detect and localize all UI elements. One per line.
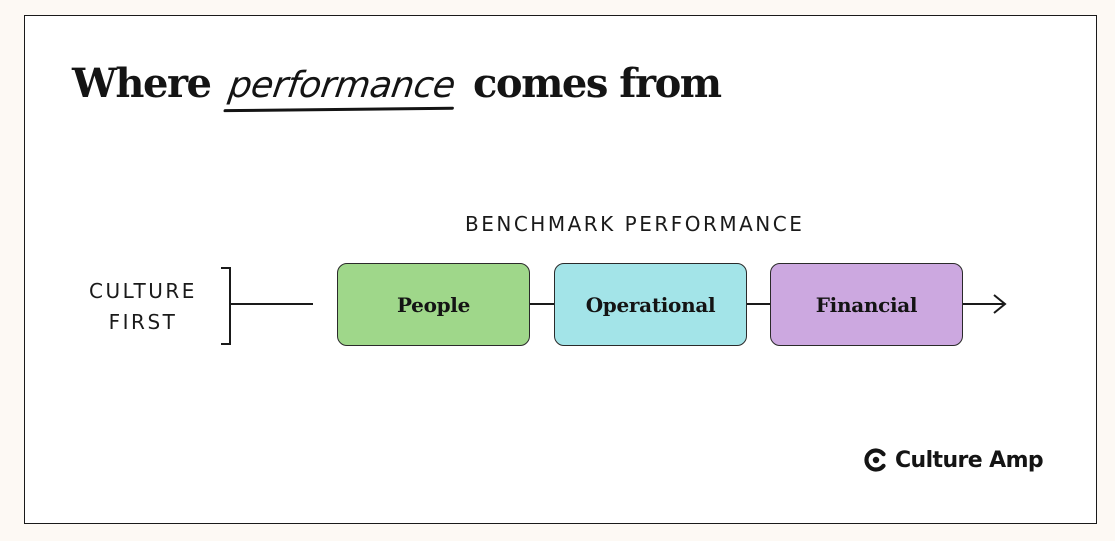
brand-name: Culture Amp — [895, 447, 1044, 473]
culture-amp-logo-icon — [864, 448, 886, 472]
operational-box-label: Operational — [585, 292, 716, 317]
culture-first-line-1: CULTURE — [89, 279, 197, 303]
title-after: comes from — [473, 60, 722, 107]
benchmark-performance-label: BENCHMARK PERFORMANCE — [465, 212, 805, 236]
title-before: Where — [72, 60, 212, 107]
people-box: People — [337, 263, 530, 346]
culture-first-bracket — [221, 267, 231, 345]
diagram-card: Where performance comes from BENCHMARK P… — [24, 15, 1097, 524]
people-box-label: People — [396, 292, 471, 317]
arrow-right-icon — [963, 294, 1007, 314]
operational-box: Operational — [554, 263, 747, 346]
culture-first-label: CULTURE FIRST — [73, 276, 213, 338]
financial-box: Financial — [770, 263, 963, 346]
culture-first-line-2: FIRST — [108, 310, 178, 334]
financial-box-label: Financial — [815, 292, 918, 317]
page-title: Where performance comes from — [72, 56, 722, 114]
brand-logo: Culture Amp — [863, 447, 1044, 473]
connector-lines — [221, 267, 1007, 345]
